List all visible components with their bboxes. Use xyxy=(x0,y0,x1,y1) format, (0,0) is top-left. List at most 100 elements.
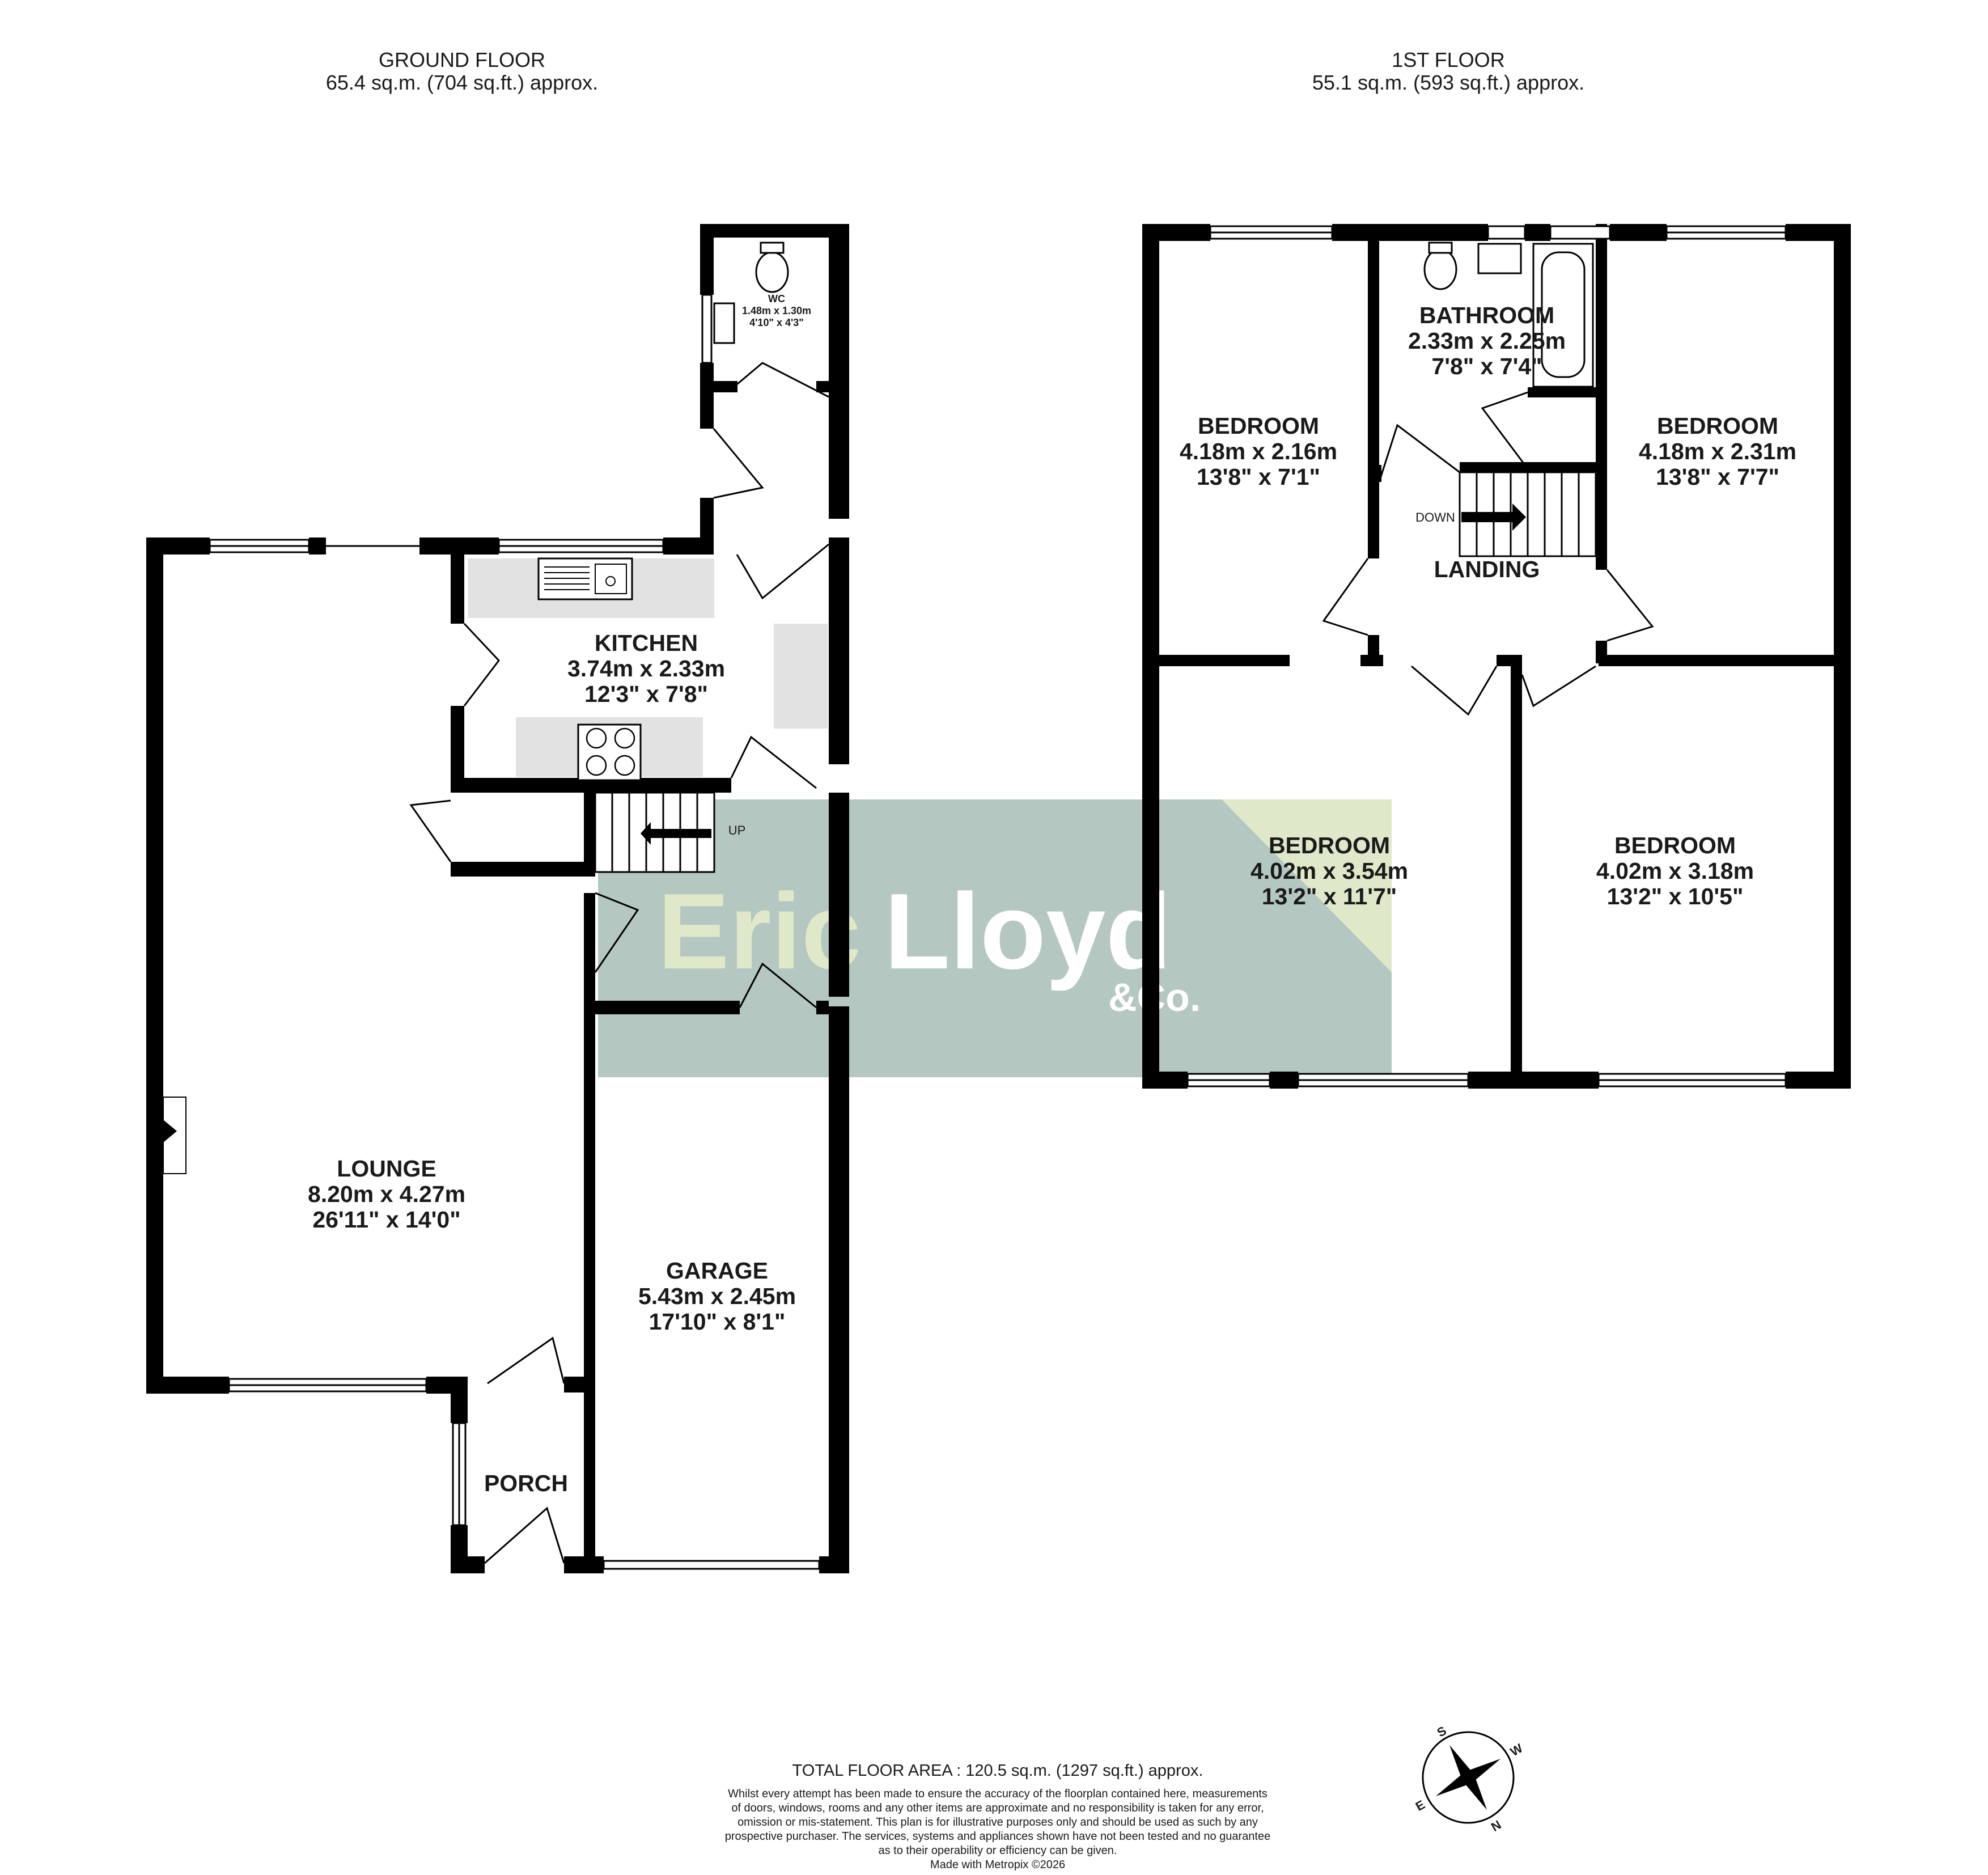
wall xyxy=(1460,462,1601,472)
room-imperial-bathroom: 7'8" x 7'4" xyxy=(1431,353,1542,379)
room-metric-bathroom: 2.33m x 2.25m xyxy=(1408,328,1566,354)
room-name-bathroom: BATHROOM xyxy=(1419,302,1554,328)
room-imperial-wc: 4'10" x 4'3" xyxy=(749,317,804,328)
room-name-landing: LANDING xyxy=(1434,556,1540,582)
ground-room-labels: LOUNGE 8.20m x 4.27m 26'11" x 14'0" KITC… xyxy=(308,293,811,1496)
wall xyxy=(1596,224,1607,570)
wall xyxy=(1610,224,1667,241)
wall xyxy=(1159,655,1290,666)
compass-icon: S N E W xyxy=(1413,1724,1525,1835)
wall xyxy=(146,1377,229,1394)
watermark-logo: Eric Lloyd &Co. xyxy=(598,799,1392,1077)
fireplace-fire xyxy=(163,1120,177,1142)
room-imperial-bedroom-3: 13'2" x 11'7" xyxy=(1262,883,1397,909)
first-floor-walls xyxy=(1142,224,1851,1089)
wall xyxy=(1142,224,1210,241)
room-name-bedroom-4: BEDROOM xyxy=(1614,832,1736,858)
stairs-down-label: DOWN xyxy=(1415,510,1455,524)
room-metric-bedroom-4: 4.02m x 3.18m xyxy=(1596,858,1754,884)
door-swing xyxy=(739,962,817,1009)
wall xyxy=(1599,655,1834,666)
room-imperial-lounge: 26'11" x 14'0" xyxy=(312,1207,460,1233)
compass-label-w: W xyxy=(1508,1741,1525,1759)
wall xyxy=(146,537,163,1394)
garage-door xyxy=(603,1560,820,1570)
wall xyxy=(714,381,737,392)
stairs-up-label: UP xyxy=(728,823,746,837)
room-name-garage: GARAGE xyxy=(666,1258,768,1284)
wall xyxy=(1368,224,1379,558)
room-metric-lounge: 8.20m x 4.27m xyxy=(308,1181,465,1207)
bathroom-fixtures xyxy=(1423,242,1594,388)
hob-ring xyxy=(614,727,635,749)
room-metric-kitchen: 3.74m x 2.33m xyxy=(567,655,725,682)
watermark-box xyxy=(598,799,1392,1077)
total-floor-area: TOTAL FLOOR AREA : 120.5 sq.m. (1297 sq.… xyxy=(792,1762,1203,1780)
wall xyxy=(816,381,836,392)
toilet-cistern xyxy=(1428,242,1453,254)
wall xyxy=(564,1556,604,1573)
fireplace xyxy=(163,1097,186,1174)
room-name-kitchen: KITCHEN xyxy=(595,630,698,656)
wall xyxy=(309,537,326,555)
room-imperial-kitchen: 12'3" x 7'8" xyxy=(584,681,708,707)
kitchen-fixtures xyxy=(468,557,828,781)
sink-drainer xyxy=(544,566,590,590)
disclaimer-line-2: of doors, windows, rooms and any other i… xyxy=(731,1802,1264,1814)
wall xyxy=(700,498,714,555)
wc-basin xyxy=(713,302,735,344)
first-floor-room-labels: BEDROOM 4.18m x 2.16m 13'8" x 7'1" BATHR… xyxy=(1180,302,1796,909)
ground-floor-walls xyxy=(146,224,849,1573)
wall xyxy=(451,1377,468,1423)
room-metric-bedroom-1: 4.18m x 2.16m xyxy=(1180,438,1337,464)
door-swing xyxy=(594,892,639,973)
first-floor-doors xyxy=(1322,391,1654,716)
hob-ring xyxy=(614,755,635,776)
wall xyxy=(829,1006,849,1573)
wall xyxy=(564,1377,584,1393)
door-swing xyxy=(1411,665,1498,716)
wall xyxy=(1142,1072,1188,1089)
first-floor-stairs: DOWN xyxy=(1415,471,1597,557)
wall xyxy=(829,537,849,764)
ground-floor-area: 65.4 sq.m. (704 sq.ft.) approx. xyxy=(326,71,598,94)
wall xyxy=(1786,224,1851,241)
room-imperial-bedroom-1: 13'8" x 7'1" xyxy=(1197,464,1320,490)
wall xyxy=(1786,1072,1851,1089)
door-swing xyxy=(736,543,829,600)
disclaimer-line-3: omission or mis-statement. This plan is … xyxy=(737,1816,1258,1829)
sink-bowl xyxy=(595,564,627,594)
sink-drain xyxy=(605,576,616,586)
room-imperial-garage: 17'10" x 8'1" xyxy=(649,1309,786,1335)
toilet-cistern xyxy=(760,242,785,254)
wall xyxy=(146,537,210,555)
first-floor-area: 55.1 sq.m. (593 sq.ft.) approx. xyxy=(1312,71,1584,94)
room-name-bedroom-2: BEDROOM xyxy=(1657,413,1778,439)
hob-ring xyxy=(586,755,607,776)
watermark-word-lloyd: Lloyd xyxy=(884,871,1172,992)
footer: TOTAL FLOOR AREA : 120.5 sq.m. (1297 sq.… xyxy=(725,1762,1270,1871)
door-swing xyxy=(1378,424,1460,482)
door-swing xyxy=(487,1336,565,1385)
ground-stairs: UP xyxy=(594,792,746,873)
toilet-icon xyxy=(755,251,789,293)
door-swing xyxy=(409,799,452,862)
wall xyxy=(816,1001,829,1014)
compass-label-e: E xyxy=(1413,1797,1427,1814)
room-metric-wc: 1.48m x 1.30m xyxy=(742,305,811,316)
door-swing xyxy=(484,1506,565,1564)
room-metric-bedroom-2: 4.18m x 2.31m xyxy=(1639,438,1796,464)
ground-floor-windows xyxy=(209,294,820,1570)
wall xyxy=(595,1001,740,1014)
compass-star xyxy=(1435,1745,1501,1810)
bathtub-inner xyxy=(1541,251,1586,378)
door-swing xyxy=(736,362,829,398)
disclaimer-line-4: prospective purchaser. The services, sys… xyxy=(725,1830,1270,1843)
wall xyxy=(451,537,464,624)
hob-ring xyxy=(586,727,607,749)
wall xyxy=(1270,1072,1298,1089)
door-swing xyxy=(1521,665,1596,708)
wall xyxy=(1528,387,1596,397)
wall xyxy=(1497,655,1522,666)
compass-ring xyxy=(1422,1731,1515,1824)
